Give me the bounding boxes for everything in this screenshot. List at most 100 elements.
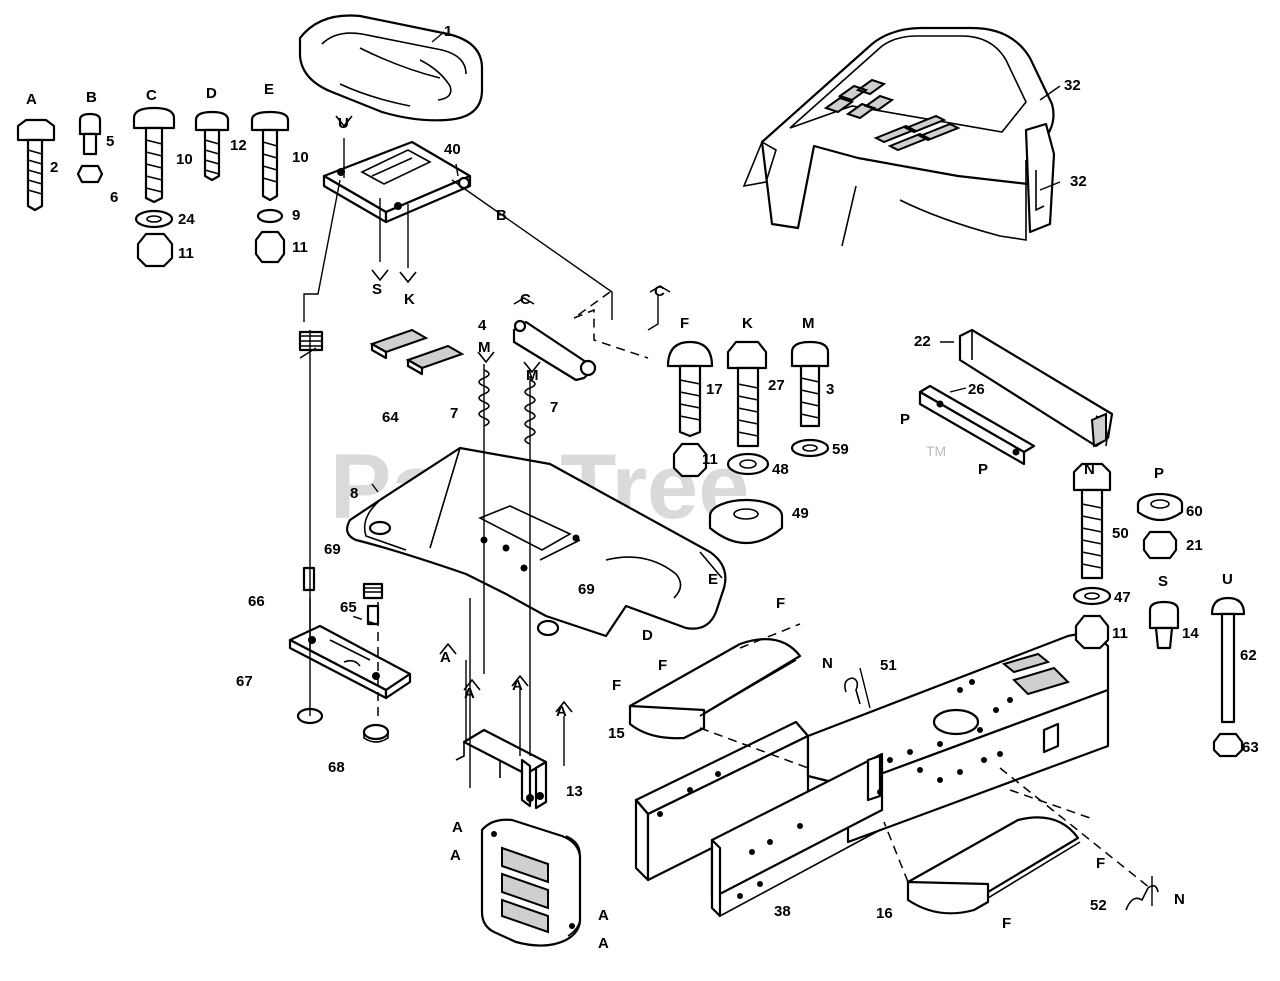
- fastener-p-washer: [1136, 492, 1184, 560]
- spring-65-upper: [298, 330, 324, 352]
- watermark-trademark: TM: [926, 443, 946, 459]
- letter-d: D: [206, 85, 217, 102]
- pedal-bracket: [455, 728, 548, 810]
- connector-c-right: C: [654, 283, 665, 300]
- spring-left: [478, 369, 490, 427]
- pivot-plate: [288, 624, 412, 700]
- connector-f-right-upper: F: [1096, 855, 1105, 872]
- callout-15: 15: [608, 725, 625, 742]
- callout-10-e: 10: [292, 149, 309, 166]
- letter-c: C: [146, 87, 157, 104]
- callout-62: 62: [1240, 647, 1257, 664]
- connector-m-right: M: [526, 367, 539, 384]
- fastener-c-bolt: [132, 106, 176, 268]
- callout-8: 8: [350, 485, 358, 502]
- callout-3: 3: [826, 381, 834, 398]
- callout-65: 65: [340, 599, 357, 616]
- fastener-e-bolt: [250, 110, 290, 264]
- clip-52: [1125, 884, 1159, 911]
- callout-52: 52: [1090, 897, 1107, 914]
- callout-24: 24: [178, 211, 195, 228]
- callout-50: 50: [1112, 525, 1129, 542]
- connector-a-3: A: [512, 677, 523, 694]
- letter-a: A: [26, 91, 37, 108]
- letter-k: K: [742, 315, 753, 332]
- main-frame: [634, 633, 1110, 918]
- callout-64: 64: [382, 409, 399, 426]
- callout-12: 12: [230, 137, 247, 154]
- callout-14: 14: [1182, 625, 1199, 642]
- connector-a-panel-1: A: [452, 819, 463, 836]
- callout-27: 27: [768, 377, 785, 394]
- clip-51: [844, 677, 861, 705]
- connector-n-lower: N: [1174, 891, 1185, 908]
- callout-67: 67: [236, 673, 253, 690]
- fastener-s-bolt: [1148, 600, 1180, 650]
- callout-40: 40: [444, 141, 461, 158]
- connector-a-1: A: [440, 649, 451, 666]
- letter-n: N: [1084, 461, 1095, 478]
- footrest-left: [628, 638, 802, 740]
- letter-u: U: [1222, 571, 1233, 588]
- pads: [369, 328, 465, 376]
- fastener-k-bolt: [708, 340, 784, 545]
- callout-4: 4: [478, 317, 487, 334]
- fastener-f-bolt: [666, 340, 714, 478]
- fastener-d-bolt: [194, 110, 230, 182]
- connector-a-4: A: [556, 703, 567, 720]
- letter-m: M: [802, 315, 815, 332]
- callout-1: 1: [444, 23, 452, 40]
- connector-p-right: P: [978, 461, 988, 478]
- callout-69-right: 69: [578, 581, 595, 598]
- hood: [742, 26, 1056, 247]
- connector-a-panel-2: A: [450, 847, 461, 864]
- letter-f: F: [680, 315, 689, 332]
- callout-26: 26: [968, 381, 985, 398]
- callout-11-n: 11: [1112, 625, 1128, 642]
- callout-11-f: 11: [702, 451, 718, 468]
- connector-a-2: A: [464, 685, 475, 702]
- connector-c-top: C: [520, 291, 531, 308]
- fastener-m-bolt: [790, 340, 830, 458]
- callout-22: 22: [914, 333, 931, 350]
- callout-11-e: 11: [292, 239, 308, 256]
- pin-66-left: [302, 566, 316, 592]
- callout-66: 66: [248, 593, 265, 610]
- callout-10-c: 10: [176, 151, 193, 168]
- callout-59: 59: [832, 441, 849, 458]
- connector-f-bottom: F: [1002, 915, 1011, 932]
- connector-a-panel-4: A: [598, 935, 609, 952]
- connector-f-upper: F: [776, 595, 785, 612]
- seat: [298, 14, 484, 122]
- footrest-right: [906, 816, 1081, 915]
- fastener-a-bolt: [16, 118, 56, 212]
- connector-a-panel-3: A: [598, 907, 609, 924]
- spring-65-lower: [362, 582, 384, 600]
- callout-63: 63: [1242, 739, 1259, 756]
- bracket: [512, 319, 597, 382]
- callout-7-right: 7: [550, 399, 558, 416]
- fastener-b-bolt: [76, 112, 104, 184]
- mount-plate: [918, 384, 1036, 466]
- connector-f-footrest: F: [658, 657, 667, 674]
- letter-p: P: [1154, 465, 1164, 482]
- connector-p-left: P: [900, 411, 910, 428]
- connector-k-pan: K: [404, 291, 415, 308]
- fastener-n-bolt: [1072, 462, 1112, 650]
- callout-48: 48: [772, 461, 789, 478]
- callout-16: 16: [876, 905, 893, 922]
- connector-n-upper: N: [822, 655, 833, 672]
- callout-32-side: 32: [1070, 173, 1087, 190]
- bumper-bracket: [958, 328, 1114, 448]
- callout-68: 68: [328, 759, 345, 776]
- connector-d-shroud: D: [642, 627, 653, 644]
- callout-7-left: 7: [450, 405, 458, 422]
- fastener-u-bolt: [1210, 596, 1246, 758]
- connector-e-shroud: E: [708, 571, 718, 588]
- callout-17: 17: [706, 381, 723, 398]
- letter-s: S: [1158, 573, 1168, 590]
- callout-6: 6: [110, 189, 118, 206]
- control-panel: [345, 446, 727, 638]
- callout-32-top: 32: [1064, 77, 1081, 94]
